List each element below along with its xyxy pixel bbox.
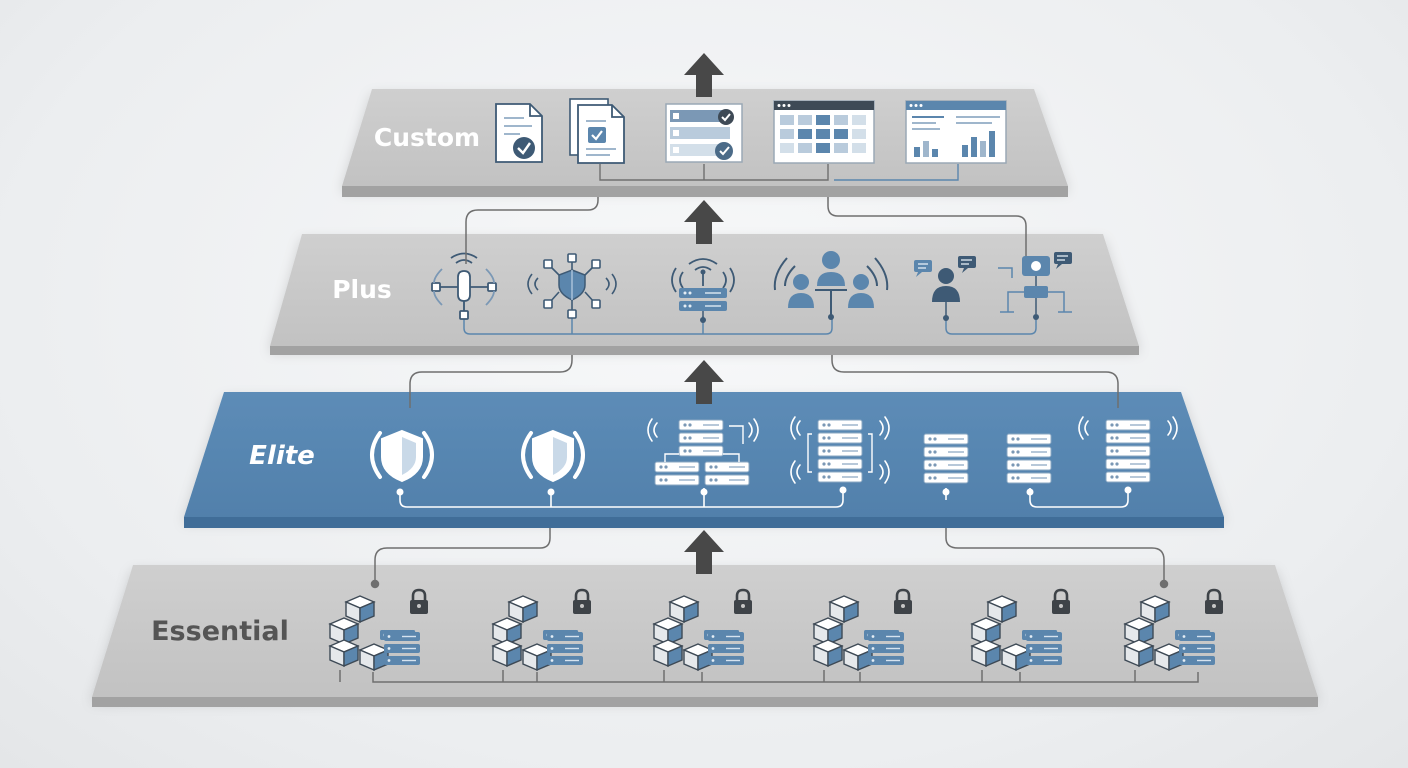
- team-broadcast-icon: [773, 251, 889, 320]
- tier-label-custom: Custom: [374, 123, 480, 152]
- wifi-router-icon: [671, 258, 735, 323]
- tier-elite: Elite: [184, 392, 1224, 528]
- server-stack-signal-icon: [790, 416, 890, 484]
- tier-custom: Custom: [342, 89, 1068, 197]
- network-shield-icon: [527, 253, 617, 319]
- wireless-sensor-icon: [431, 252, 497, 320]
- document-check-icon: [495, 103, 543, 163]
- user-chat-icon: [914, 256, 976, 321]
- connector-elite-plus: [409, 316, 1119, 408]
- spreadsheet-grid-icon: [773, 100, 875, 164]
- connector-plus-custom: [465, 168, 1027, 264]
- report-dashboard-icon: [905, 100, 1007, 164]
- server-cluster-icon: [647, 418, 759, 486]
- tier-label-essential: Essential: [151, 616, 289, 647]
- connector-essential-elite: [370, 500, 1169, 589]
- tier-label-elite: Elite: [249, 441, 315, 471]
- checklist-icon: [665, 103, 743, 163]
- tier-label-plus: Plus: [332, 275, 392, 304]
- tier-plus: Plus: [270, 234, 1139, 355]
- documents-check-icon: [569, 98, 625, 164]
- org-chart-icon: [998, 252, 1072, 320]
- tier-essential: Essential: [92, 565, 1318, 707]
